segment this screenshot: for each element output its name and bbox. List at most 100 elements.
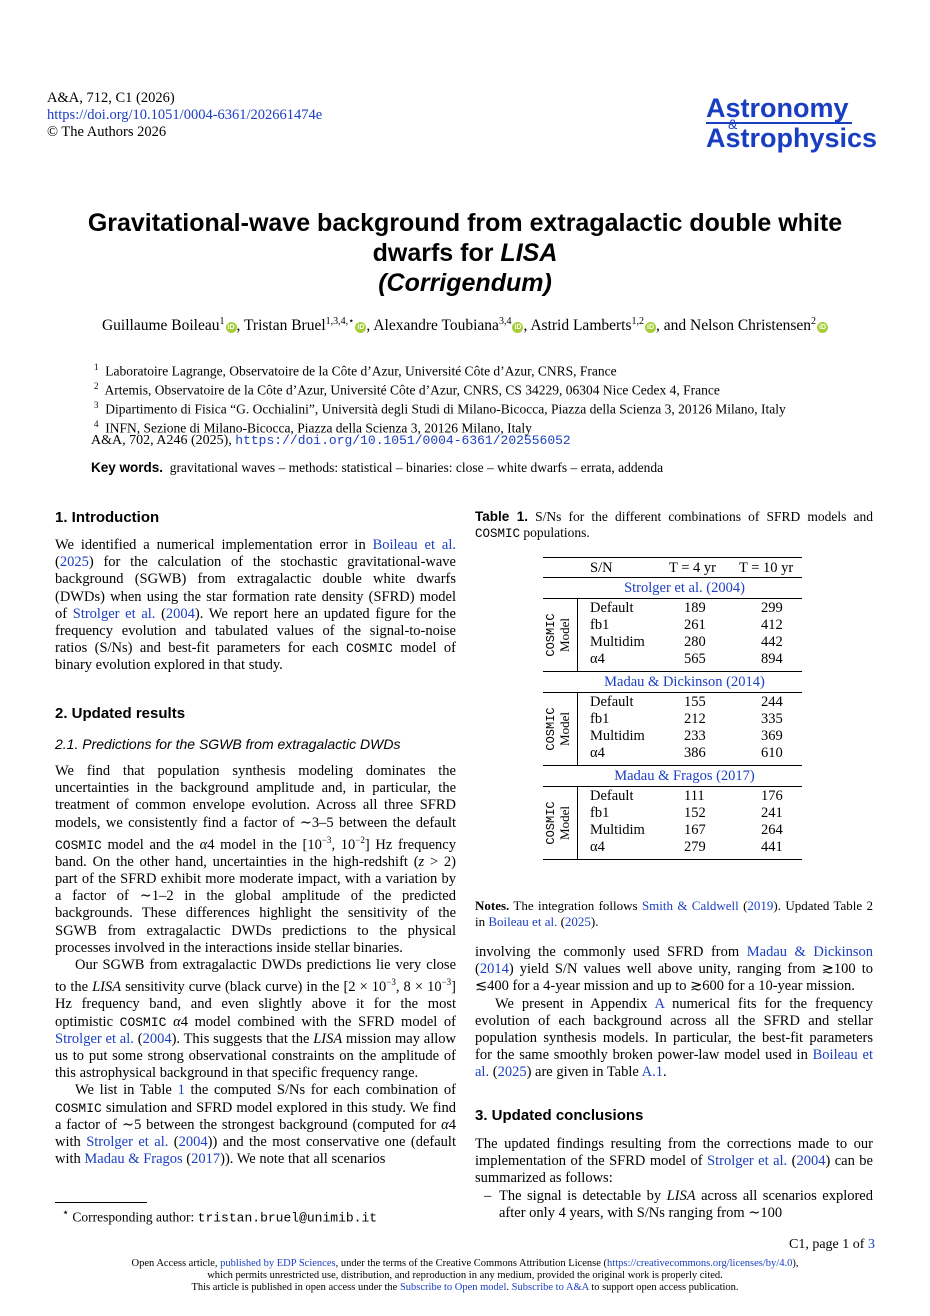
cell-t10: 369 — [761, 728, 783, 744]
citation-link[interactable]: Boileau et al. — [475, 1047, 874, 1081]
section-results-title: 2. Updated results — [55, 705, 186, 722]
citation-link[interactable]: 2004 — [178, 1133, 208, 1150]
logo-line2: Astrophysics — [706, 123, 878, 153]
table1: S/N T = 4 yr T = 10 yr Strolger et al. (… — [543, 557, 802, 860]
cell-t10: 299 — [761, 600, 783, 616]
conclusions-text: The updated findings resulting from the … — [475, 1136, 873, 1221]
keywords: Key words. gravitational waves – methods… — [91, 460, 664, 475]
list-item: –The signal is detectable by LISA across… — [484, 1187, 873, 1221]
author[interactable]: Alexandre Toubiana3,4iD — [373, 316, 524, 335]
title-lisa: LISA — [500, 239, 558, 267]
table-group-title[interactable]: Madau & Dickinson (2014) — [604, 674, 765, 690]
affiliations: 1 Laboratoire Lagrange, Observatoire de … — [94, 360, 786, 436]
appendix-link[interactable]: A — [654, 995, 665, 1012]
table-row: Multidim 167 264 — [543, 822, 802, 839]
cell-t4: 565 — [684, 651, 706, 667]
cell-model: fb1 — [590, 805, 610, 821]
cell-t10: 441 — [761, 839, 783, 855]
title-line2-prefix: dwarfs for — [372, 239, 501, 267]
citation-link[interactable]: 2004 — [142, 1030, 172, 1047]
corresponding-email[interactable]: tristan.bruel@unimib.it — [197, 1210, 378, 1226]
cell-model: α4 — [590, 651, 605, 667]
footnote-rule — [55, 1202, 147, 1203]
cell-model: Default — [590, 788, 634, 804]
cell-model: α4 — [590, 745, 605, 761]
footnote: ⋆ Corresponding author: tristan.bruel@un… — [62, 1207, 378, 1226]
original-reference: A&A, 702, A246 (2025), https://doi.org/1… — [91, 433, 571, 448]
author[interactable]: Tristan Bruel1,3,4,⋆iD — [243, 316, 367, 335]
citation-link[interactable]: Strolger et al. — [55, 1030, 134, 1047]
page-total-link[interactable]: 3 — [867, 1237, 875, 1252]
citation-link[interactable]: 2004 — [796, 1153, 826, 1170]
cell-t10: 244 — [761, 694, 783, 710]
introduction-text: We identified a numerical implementation… — [55, 537, 456, 674]
cell-t10: 176 — [761, 788, 783, 804]
affiliation-item: 2 Artemis, Observatoire de la Côte d’Azu… — [94, 381, 720, 398]
citation-link[interactable]: 2025 — [497, 1064, 527, 1081]
table-group-title[interactable]: Strolger et al. (2004) — [624, 580, 745, 596]
table-header: S/N T = 4 yr T = 10 yr — [590, 560, 794, 576]
title-corrigendum: (Corrigendum) — [378, 269, 552, 297]
orcid-icon[interactable]: iD — [355, 322, 367, 334]
section-introduction-title: 1. Introduction — [55, 509, 160, 526]
original-doi-link[interactable]: https://doi.org/10.1051/0004-6361/202556… — [235, 433, 571, 448]
cell-t10: 610 — [761, 745, 783, 761]
author[interactable]: Astrid Lamberts1,2iD — [530, 316, 657, 335]
journal-logo[interactable]: Astronomy & Astrophysics — [706, 94, 878, 153]
citation-link[interactable]: Strolger et al. — [707, 1153, 788, 1170]
cell-t4: 167 — [684, 822, 706, 838]
table-link[interactable]: 1 — [177, 1082, 185, 1099]
title-line1: Gravitational-wave background from extra… — [87, 209, 843, 237]
cell-model: Multidim — [590, 634, 645, 650]
cell-t4: 279 — [684, 839, 706, 855]
citation-link[interactable]: 2025 — [564, 914, 591, 929]
cell-t4: 111 — [684, 788, 705, 804]
cell-t4: 261 — [684, 617, 706, 633]
citation-link[interactable]: Boileau et al. — [488, 914, 558, 929]
author[interactable]: Guillaume Boileau1iD — [101, 316, 237, 335]
citation-link[interactable]: Strolger et al. — [86, 1133, 169, 1150]
orcid-icon[interactable]: iD — [645, 322, 657, 334]
author[interactable]: Nelson Christensen2iD — [690, 316, 829, 335]
table-link[interactable]: A.1 — [641, 1064, 664, 1081]
citation-link[interactable]: 2004 — [165, 605, 195, 622]
cell-t4: 280 — [684, 634, 706, 650]
citation-link[interactable]: Madau & Dickinson — [746, 944, 874, 960]
orcid-icon[interactable]: iD — [225, 322, 237, 334]
table-row: Default 155 244 — [543, 694, 802, 711]
cell-model: Default — [590, 600, 634, 616]
citation-link[interactable]: 2014 — [479, 961, 509, 978]
citation-link[interactable]: Madau & Fragos — [84, 1151, 183, 1168]
s2o-link[interactable]: Subscribe to Open model — [399, 1282, 507, 1293]
citation-link[interactable]: Smith & Caldwell — [641, 898, 739, 913]
cell-t4: 386 — [684, 745, 706, 761]
subscribe-link[interactable]: Subscribe to A&A — [511, 1282, 589, 1293]
table-group-title[interactable]: Madau & Fragos (2017) — [614, 768, 755, 784]
citation-link[interactable]: Boileau et al. — [372, 537, 456, 553]
affiliation-item: 1 Laboratoire Lagrange, Observatoire de … — [94, 362, 617, 379]
citation-link[interactable]: 2025 — [59, 554, 89, 571]
logo-ampersand: & — [728, 116, 738, 132]
citation-link[interactable]: 2017 — [191, 1151, 221, 1168]
affiliation-item: 4 INFN, Sezione di Milano-Bicocca, Piazz… — [94, 419, 532, 436]
cc-license-link[interactable]: https://creativecommons.org/licenses/by/… — [607, 1258, 793, 1269]
citation-link[interactable]: Strolger et al. — [72, 605, 156, 622]
cell-t10: 264 — [761, 822, 783, 838]
orcid-icon[interactable]: iD — [817, 322, 829, 334]
cell-t4: 155 — [684, 694, 706, 710]
logo-rule — [706, 122, 852, 124]
citation-link[interactable]: 2019 — [747, 898, 774, 913]
cell-model: fb1 — [590, 617, 610, 633]
orcid-icon[interactable]: iD — [512, 322, 524, 334]
edp-link[interactable]: published by EDP Sciences — [220, 1258, 336, 1269]
cell-model: Multidim — [590, 822, 645, 838]
cell-model: Default — [590, 694, 634, 710]
doi-link[interactable]: https://doi.org/10.1051/0004-6361/202661… — [47, 107, 323, 123]
